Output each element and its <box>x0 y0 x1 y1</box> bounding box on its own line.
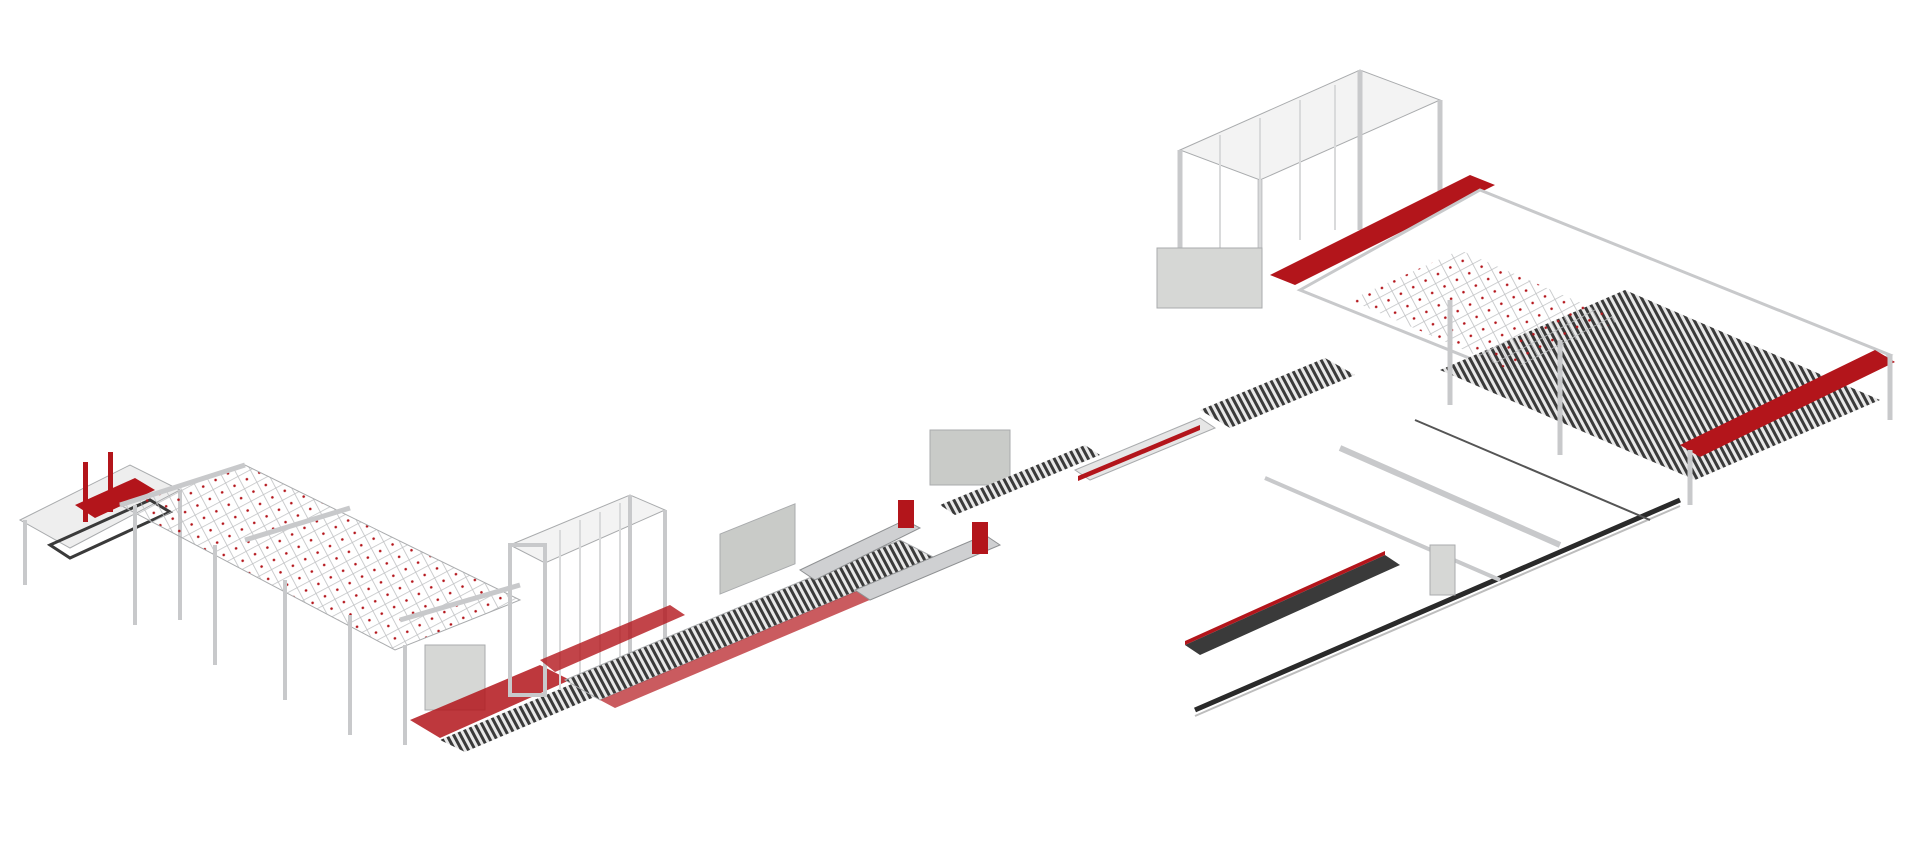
left-rack-grid <box>118 462 625 752</box>
processing-machines <box>798 429 1100 601</box>
operator-station <box>1073 358 1355 481</box>
left-gantry-cell <box>18 452 182 620</box>
right-storage-tower <box>1156 69 1495 309</box>
floor-rails <box>1185 419 1681 717</box>
mid-conveyor-line <box>563 503 945 708</box>
mid-storage-tower <box>508 494 685 697</box>
right-gantry <box>1296 188 1895 505</box>
